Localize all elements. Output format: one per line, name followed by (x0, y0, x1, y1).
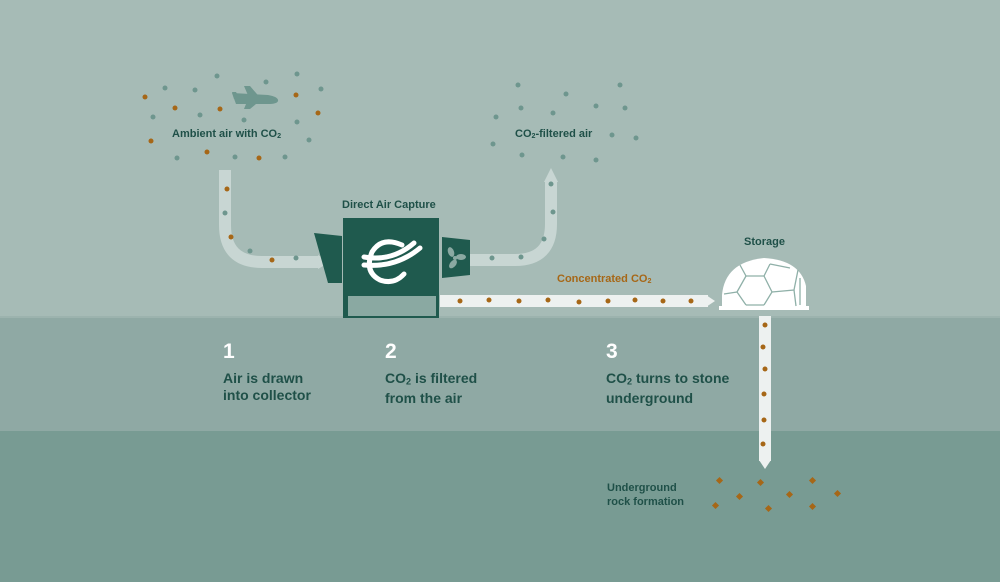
step-3-suffix: turns to stone (632, 370, 730, 386)
surface-ground-band (0, 316, 1000, 433)
step-2-suffix: is filtered (411, 370, 478, 386)
intake-pipe (219, 170, 330, 269)
filtered-air-subscript: 2 (531, 132, 536, 141)
filtered-air-label: CO2-filtered air (515, 128, 592, 140)
exhaust-pipe (470, 168, 558, 266)
rock-formation-particles (711, 476, 842, 513)
injection-pipe (759, 316, 771, 469)
step-2-line1: CO2 is filtered (385, 370, 477, 390)
filtered-air-particles (490, 82, 639, 163)
step-3-description: CO2 turns to stone underground (606, 370, 729, 407)
step-2-number: 2 (385, 340, 397, 363)
concentrated-co2-subscript: 2 (647, 277, 652, 286)
direct-air-capture-unit (314, 218, 470, 318)
ambient-air-text: Ambient air with CO (172, 128, 278, 140)
step-3-subscript: 2 (627, 376, 633, 387)
ambient-air-subscript: 2 (277, 132, 282, 141)
step-2-line2: from the air (385, 390, 463, 407)
step-2-description: CO2 is filtered from the air (385, 370, 477, 407)
concentrated-co2-label: Concentrated CO2 (557, 273, 651, 285)
rock-formation-label: Underground rock formation (607, 481, 684, 509)
filtered-air-prefix: CO (515, 128, 532, 140)
rock-formation-line1: Underground (607, 482, 677, 494)
step-3-co-text: CO (606, 370, 627, 386)
concentrated-co2-text: Concentrated CO (557, 273, 648, 285)
step-2-co-text: CO (385, 370, 406, 386)
step-1-number: 1 (223, 340, 235, 363)
ambient-air-label: Ambient air with CO2 (172, 128, 281, 140)
storage-label: Storage (744, 236, 785, 248)
concentrated-co2-pipe (440, 295, 715, 307)
step-1-line2: into collector (223, 387, 311, 403)
geodesic-dome-icon (719, 258, 809, 310)
dac-label: Direct Air Capture (342, 199, 436, 211)
step-3-number: 3 (606, 340, 618, 363)
collector-base (348, 296, 436, 316)
climeworks-logo-icon (361, 239, 423, 284)
step-3-line2: underground (606, 390, 694, 407)
step-3-line1: CO2 turns to stone (606, 370, 729, 390)
ambient-air-particles (142, 71, 324, 161)
airplane-icon (232, 86, 279, 109)
deep-ground-band (0, 431, 1000, 582)
step-1-description: Air is drawn into collector (223, 370, 311, 404)
fan-icon (447, 247, 466, 269)
rock-formation-line2: rock formation (607, 496, 685, 508)
step-2-subscript: 2 (406, 376, 412, 387)
intake-hood (314, 233, 342, 283)
filtered-air-suffix: -filtered air (535, 128, 593, 140)
step-1-line1: Air is drawn (223, 370, 304, 386)
